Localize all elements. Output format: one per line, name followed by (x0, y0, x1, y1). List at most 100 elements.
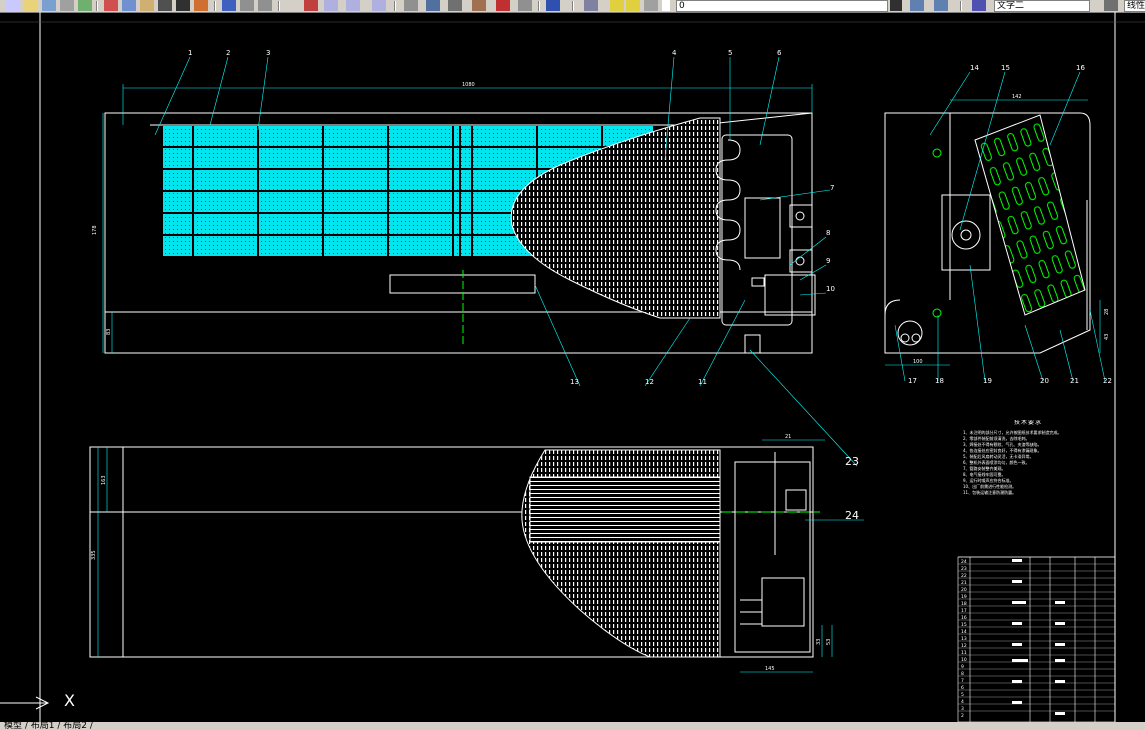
table-row: 10 (961, 657, 967, 663)
balloon: 24 (845, 509, 859, 522)
dimension-labels: 1080 178 83 142 100 28 43 163 335 21 145… (91, 82, 1110, 672)
sheet-set-icon[interactable] (472, 0, 486, 11)
layout-tabs[interactable]: 模型 / 布局1 / 布局2 / (0, 722, 1145, 730)
svg-text:43: 43 (1104, 334, 1110, 340)
svg-text:145: 145 (765, 666, 775, 672)
layout-tabs-label[interactable]: 模型 / 布局1 / 布局2 / (4, 722, 93, 730)
table-row: 7 (961, 678, 964, 684)
side-view (884, 99, 1101, 366)
zoom-previous-icon[interactable] (372, 0, 386, 11)
fan-cutaway (510, 117, 721, 319)
table-row: 19 (961, 594, 967, 600)
balloon: 3 (266, 49, 270, 57)
table-row: 13 (961, 636, 967, 642)
save-icon[interactable] (42, 0, 56, 11)
undo-dropdown-icon[interactable] (240, 0, 254, 11)
tool-palette-icon[interactable] (448, 0, 462, 11)
ucs-icon (0, 696, 50, 710)
table-row: 8 (961, 671, 964, 677)
dropdown-arrow-icon[interactable] (890, 0, 902, 11)
note-line: 8、电气接线牢固可靠。 (963, 472, 1006, 477)
balloon: 2 (226, 49, 230, 57)
text-style-select[interactable]: 文字二 (994, 0, 1090, 12)
calculator-icon[interactable] (518, 0, 532, 11)
match-properties-icon[interactable] (158, 0, 172, 11)
layer-select[interactable]: 0 (676, 0, 888, 12)
print-icon[interactable] (60, 0, 74, 11)
drawing-frame (0, 12, 1145, 722)
table-row: 3 (961, 706, 964, 712)
properties-icon[interactable] (404, 0, 418, 11)
pan-icon[interactable] (304, 0, 318, 11)
balloon: 23 (845, 455, 859, 468)
front-dimensions (102, 84, 813, 353)
undo-icon[interactable] (222, 0, 236, 11)
paste-icon[interactable] (140, 0, 154, 11)
balloon: 19 (983, 377, 992, 385)
table-content-blocks (1012, 559, 1065, 715)
layer-color-icon[interactable] (662, 0, 670, 11)
technical-notes: 技术要求 1、未注明的部分尺寸，允许按图纸技术要求制造完成。 2、零部件装配前须… (963, 420, 1093, 496)
markup-icon[interactable] (496, 0, 510, 11)
table-row: 5 (961, 692, 964, 698)
balloon: 20 (1040, 377, 1049, 385)
svg-text:100: 100 (913, 359, 923, 365)
copy-icon[interactable] (122, 0, 136, 11)
svg-text:163: 163 (101, 475, 107, 485)
toolbar: 0 文字二 线性 (0, 0, 1145, 13)
balloon: 8 (826, 229, 830, 237)
dim-style-select[interactable]: 线性 (1124, 0, 1145, 12)
table-row: 20 (961, 587, 967, 593)
open-icon[interactable] (24, 0, 38, 11)
block-icon[interactable] (194, 0, 208, 11)
new-file-icon[interactable] (6, 0, 20, 11)
table-row: 18 (961, 601, 967, 607)
table-row: 16 (961, 615, 967, 621)
note-line: 9、运行时噪声应符合标准。 (963, 478, 1014, 483)
parts-table-rows (958, 563, 1115, 712)
balloon: 16 (1076, 64, 1085, 72)
redo-icon[interactable] (258, 0, 272, 11)
help-icon[interactable] (546, 0, 560, 11)
brush-icon[interactable] (176, 0, 190, 11)
svg-text:33: 33 (816, 639, 822, 645)
table-row: 9 (961, 664, 964, 670)
balloon: 4 (672, 49, 677, 57)
dim-style-icon[interactable] (1104, 0, 1118, 11)
layer-previous-icon[interactable] (934, 0, 948, 11)
balloon: 14 (970, 64, 979, 72)
preview-icon[interactable] (78, 0, 92, 11)
text-style-icon[interactable] (972, 0, 986, 11)
table-row: 14 (961, 629, 967, 635)
layer-lock-icon[interactable] (644, 0, 658, 11)
note-line: 4、各连接处应密封良好，不得有渗漏现象。 (963, 448, 1042, 453)
layer-freeze-icon[interactable] (626, 0, 640, 11)
design-center-icon[interactable] (426, 0, 440, 11)
balloon: 17 (908, 377, 917, 385)
note-line: 3、焊接处不得有裂纹、气孔、夹渣等缺陷。 (963, 442, 1042, 447)
table-row: 2 (961, 713, 964, 719)
balloon: 21 (1070, 377, 1079, 385)
note-line: 6、整机外表面喷涂均匀，颜色一致。 (963, 460, 1030, 465)
table-row: 11 (961, 650, 967, 656)
balloon: 11 (698, 378, 707, 386)
balloon: 9 (826, 257, 830, 265)
note-line: 10、出厂前需进行性能检测。 (963, 484, 1017, 489)
balloon: 7 (830, 184, 834, 192)
drawing-canvas[interactable]: 1 2 3 4 5 6 7 8 9 10 11 12 13 14 15 16 1… (0, 12, 1145, 722)
balloon: 18 (935, 377, 944, 385)
cut-icon[interactable] (104, 0, 118, 11)
note-line: 7、管路安装整齐美观。 (963, 466, 1006, 471)
zoom-realtime-icon[interactable] (324, 0, 338, 11)
balloon: 22 (1103, 377, 1112, 385)
table-row: 6 (961, 685, 964, 691)
balloon: 1 (188, 49, 192, 57)
note-line: 11、包装运输注意防潮防震。 (963, 490, 1017, 495)
zoom-window-icon[interactable] (346, 0, 360, 11)
layer-on-icon[interactable] (610, 0, 624, 11)
table-row: 24 (961, 559, 967, 565)
table-row: 17 (961, 608, 967, 614)
layer-manager-icon[interactable] (584, 0, 598, 11)
make-current-layer-icon[interactable] (910, 0, 924, 11)
svg-text:335: 335 (91, 550, 97, 560)
